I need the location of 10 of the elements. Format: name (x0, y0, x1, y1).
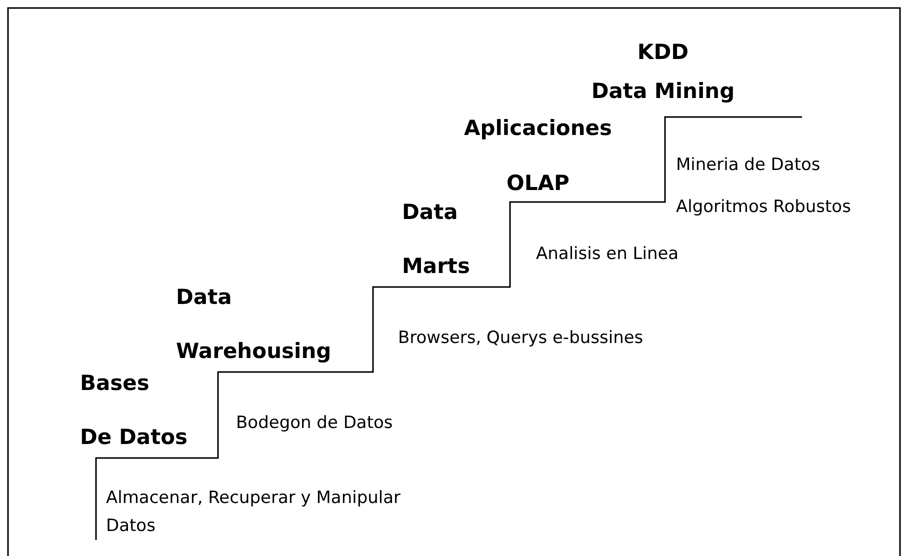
step-description: Mineria de Datos Algoritmos Robustos (676, 154, 851, 219)
step-description: Almacenar, Recuperar y Manipular Datos (106, 487, 401, 538)
step-description: Bodegon de Datos (236, 412, 393, 435)
step-heading: Data Marts (402, 199, 470, 280)
step-heading: Bases De Datos (80, 370, 188, 451)
step-heading: KDD Data Mining (590, 39, 736, 105)
step-description: Browsers, Querys e-bussines (398, 327, 644, 350)
step-description: Analisis en Linea (536, 243, 679, 266)
step-heading: Aplicaciones OLAP (462, 115, 614, 197)
step-heading: Data Warehousing (176, 284, 332, 365)
